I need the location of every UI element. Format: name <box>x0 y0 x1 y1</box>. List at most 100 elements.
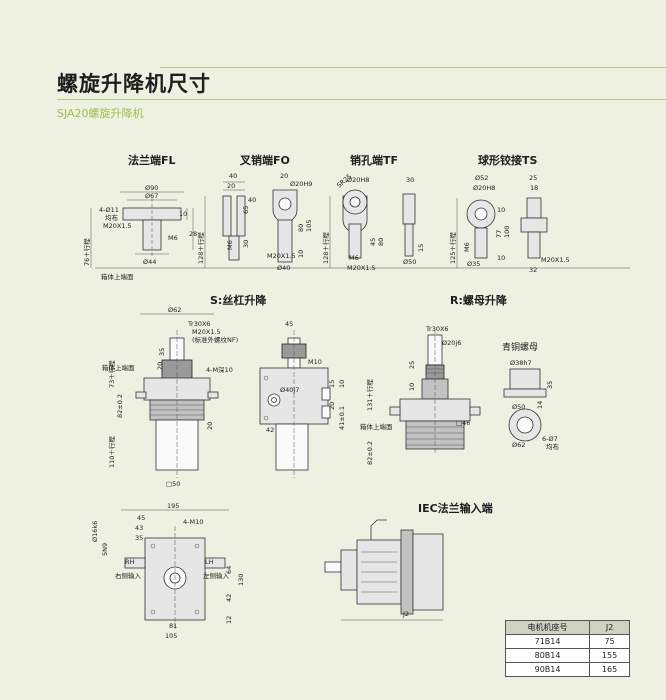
r-ref: 箱体上端面 <box>360 422 393 431</box>
fl-ref: 箱体上端面 <box>101 272 134 281</box>
fl-dist: 均布 <box>105 213 119 222</box>
table-header-cell: J2 <box>589 620 630 635</box>
ts-h77: 77 <box>495 230 503 238</box>
bottom-h42: 42 <box>225 594 233 602</box>
fo-m6: M6 <box>226 240 234 250</box>
screw-lift-drawing: Ø62 Tr30X6 M20X1.5 (标准外螺纹NF) 35 20 73＋行程… <box>102 306 346 488</box>
fl-h10: 10 <box>179 210 187 218</box>
title-rule <box>57 99 666 100</box>
fo-h10: 10 <box>297 250 305 258</box>
ts-h100: 100 <box>503 226 511 238</box>
page-title: 螺旋升降机尺寸 <box>57 72 211 96</box>
ts-m20: M20X1.5 <box>541 256 570 264</box>
r-d20j6: Ø20j6 <box>442 339 461 347</box>
top-view-drawing: 195 45 43 35 4-M10 Ø16k6 5N9 RH 右侧输入 LH … <box>91 502 245 640</box>
table-row: 71B14 75 <box>504 634 630 649</box>
ts-h10b: 10 <box>497 254 505 262</box>
ts-h10: 10 <box>497 206 505 214</box>
s-h10: 10 <box>338 380 346 388</box>
s-box50: □50 <box>166 480 180 488</box>
fl-d44: Ø44 <box>143 258 156 266</box>
bottom-lh-text: 左侧输入 <box>203 571 230 580</box>
table-cell: 90B14 <box>504 662 591 677</box>
bottom-j2: J2 <box>402 610 409 618</box>
end-fittings-drawing: Ø90 Ø67 4-Ø11 均布 M20X1.5 Ø44 M6 10 28 76… <box>82 172 630 281</box>
fl-d11: 4-Ø11 <box>99 206 119 214</box>
ts-w18: 18 <box>530 184 538 192</box>
bottom-m10: 4-M10 <box>183 518 203 526</box>
tf-h15: 15 <box>417 244 425 252</box>
fo-h80: 80 <box>297 224 305 232</box>
tf-h45: 45 <box>369 238 377 246</box>
s-tr: Tr30X6 <box>187 320 211 328</box>
iec-flange-drawing: J2 <box>324 519 444 621</box>
fo-d20h9: Ø20H9 <box>290 180 312 188</box>
table-header-row: 电机机座号 J2 <box>504 620 630 635</box>
table-cell: 71B14 <box>504 634 591 649</box>
fl-stroke: 76＋行程 <box>82 238 91 266</box>
pin-hole-end-tf: SR25 Ø20H8 30 45 80 15 M6 M20X1.5 Ø50 12… <box>321 173 425 272</box>
tf-h80: 80 <box>377 238 385 246</box>
ts-w32: 32 <box>529 266 537 274</box>
clevis-end-fo: 40 20 20 Ø20H9 40 65 30 80 105 10 M6 M20… <box>196 172 313 272</box>
tf-d20h8: Ø20H8 <box>347 176 369 184</box>
bottom-d16: Ø16k6 <box>91 521 99 542</box>
s-h15: 15 <box>328 380 336 388</box>
table-row: 90B14 165 <box>504 662 630 677</box>
nut-lift-drawing: Tr30X6 Ø20j6 25 10 □46 131＋行程 箱体上端面 82±0… <box>360 325 560 465</box>
table-header-cell: 电机机座号 <box>504 620 591 635</box>
bottom-w35: 35 <box>135 534 143 542</box>
section-title-s: S:丝杠升降 <box>210 294 267 307</box>
bottom-h64: 64 <box>225 566 233 574</box>
fo-h40: 40 <box>248 196 256 204</box>
s-m10x: 4-M深10 <box>206 365 233 374</box>
motor-frame-table: 电机机座号 J2 71B14 75 80B14 155 90B14 165 <box>504 620 630 677</box>
bottom-h12: 12 <box>225 616 233 624</box>
fl-m6: M6 <box>168 234 178 242</box>
bottom-w43: 43 <box>135 524 143 532</box>
bottom-w45: 45 <box>137 514 145 522</box>
flange-end-fl: Ø90 Ø67 4-Ø11 均布 M20X1.5 Ø44 M6 10 28 76… <box>82 184 197 281</box>
r-stroke: 131＋行程 <box>365 379 374 411</box>
s-h82: 82±0.2 <box>116 394 124 418</box>
fo-w20b: 20 <box>280 172 288 180</box>
s-d40j7: Ø40J7 <box>280 386 299 394</box>
ts-d20h8: Ø20H8 <box>473 184 495 192</box>
s-d62: Ø62 <box>168 306 181 314</box>
fo-w20: 20 <box>227 182 235 190</box>
ball-joint-end-ts: Ø52 Ø20H8 25 18 10 77 10 100 M6 Ø35 M20X… <box>448 174 570 274</box>
r-box46: □46 <box>456 419 470 427</box>
ts-m6: M6 <box>463 242 471 252</box>
s-ref: 箱体上端面 <box>102 363 135 372</box>
table-cell: 165 <box>589 662 630 677</box>
tf-m6: M6 <box>349 254 359 262</box>
fo-h105: 105 <box>305 220 313 232</box>
s-h35: 35 <box>158 348 166 356</box>
bottom-rh-text: 右侧输入 <box>115 571 142 580</box>
r-d50: Ø50 <box>512 403 525 411</box>
section-title-bronze-nut: 青铜螺母 <box>502 343 539 353</box>
r-h10: 10 <box>408 383 416 391</box>
r-d38h7: Ø38h7 <box>510 359 532 367</box>
r-d62: Ø62 <box>512 441 525 449</box>
tf-stroke: 128＋行程 <box>321 232 330 264</box>
fo-m20: M20X1.5 <box>267 252 296 260</box>
r-h35: 35 <box>546 381 554 389</box>
ts-d35: Ø35 <box>467 260 480 268</box>
tf-m20: M20X1.5 <box>347 264 376 272</box>
bottom-rh: RH <box>125 558 135 566</box>
r-h14: 14 <box>536 401 544 409</box>
fl-m20: M20X1.5 <box>103 222 132 230</box>
section-title-tf: 销孔端TF <box>350 154 399 167</box>
tf-d50: Ø50 <box>403 258 416 266</box>
fl-h28: 28 <box>189 230 197 238</box>
section-title-iec: IEC法兰输入端 <box>418 502 493 515</box>
s-stroke1: 73＋行程 <box>107 360 116 388</box>
table-cell: 75 <box>589 634 630 649</box>
r-tr: Tr30X6 <box>425 325 449 333</box>
s-h20b: 20 <box>328 402 336 410</box>
r-d7: 6-Ø7 <box>542 435 558 443</box>
r-h25: 25 <box>408 361 416 369</box>
ts-d52: Ø52 <box>475 174 488 182</box>
fo-w40: 40 <box>229 172 237 180</box>
